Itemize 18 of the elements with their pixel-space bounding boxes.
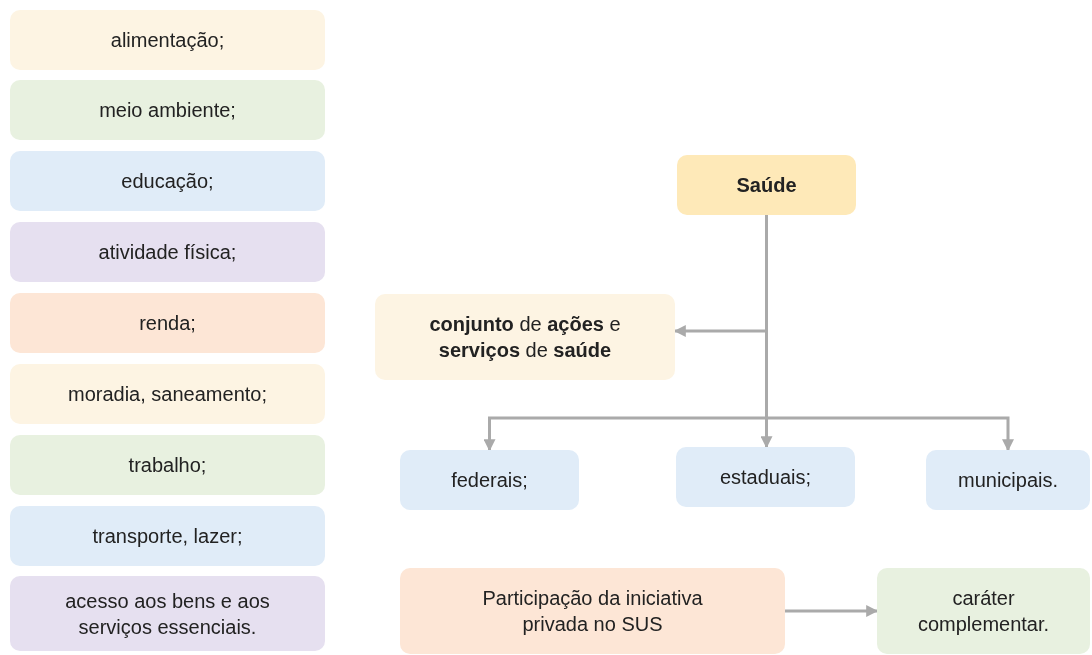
text-box: Participação da iniciativa privada no SUS [400, 568, 785, 654]
text-box: caráter complementar. [877, 568, 1090, 654]
text-box: transporte, lazer; [10, 506, 325, 566]
text-box: atividade física; [10, 222, 325, 282]
text-box: conjunto de ações e serviços de saúde [375, 294, 675, 380]
text-box: federais; [400, 450, 579, 510]
text-box: renda; [10, 293, 325, 353]
text-box: meio ambiente; [10, 80, 325, 140]
text-box: municipais. [926, 450, 1090, 510]
text-box: trabalho; [10, 435, 325, 495]
text-box: moradia, saneamento; [10, 364, 325, 424]
text-box: alimentação; [10, 10, 325, 70]
title-box: Saúde [677, 155, 856, 215]
arrow [765, 215, 1014, 452]
text-box: educação; [10, 151, 325, 211]
text-box: estaduais; [676, 447, 855, 507]
text-box: acesso aos bens e aos serviços essenciais. [10, 576, 325, 651]
arrow [785, 605, 879, 617]
